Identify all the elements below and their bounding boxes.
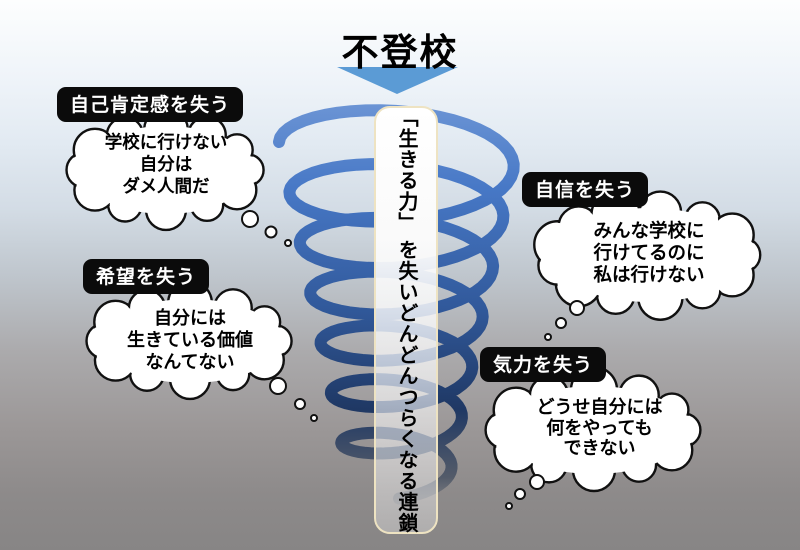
page-title: 不登校 — [341, 32, 459, 73]
thought-bubble-text: 学校に行けない 自分は ダメ人間だ — [104, 132, 228, 196]
stage-label-lose-confidence: 自信を失う — [522, 172, 649, 207]
downward-spiral-icon — [273, 104, 520, 505]
thought-trail-dots — [544, 300, 585, 341]
thought-trail-dots — [241, 210, 292, 247]
thought-bubble — [65, 106, 265, 232]
stage-label-lose-hope: 希望を失う — [83, 259, 210, 294]
center-banner: 「生きる力」 を失いどんどんつらくなる連鎖 — [374, 106, 438, 534]
down-arrow-icon — [337, 67, 458, 94]
thought-trail-dots — [505, 474, 545, 510]
thought-bubble-shapes — [65, 106, 762, 510]
thought-bubble — [484, 365, 702, 493]
center-banner-text: 「生きる力」 を失いどんどんつらくなる連鎖 — [395, 106, 417, 534]
stage-label-lose-willpower: 気力を失う — [480, 347, 607, 382]
thought-bubble-text: みんな学校に 行けてるのに 私は行けない — [593, 220, 705, 285]
thought-bubble-text: どうせ自分には 何をやっても できない — [536, 397, 663, 458]
thought-bubble-text: 自分には 生きている価値 なんてない — [127, 308, 253, 372]
stage-label-lose-self-esteem: 自己肯定感を失う — [57, 87, 244, 122]
thought-trail-dots — [269, 377, 318, 422]
